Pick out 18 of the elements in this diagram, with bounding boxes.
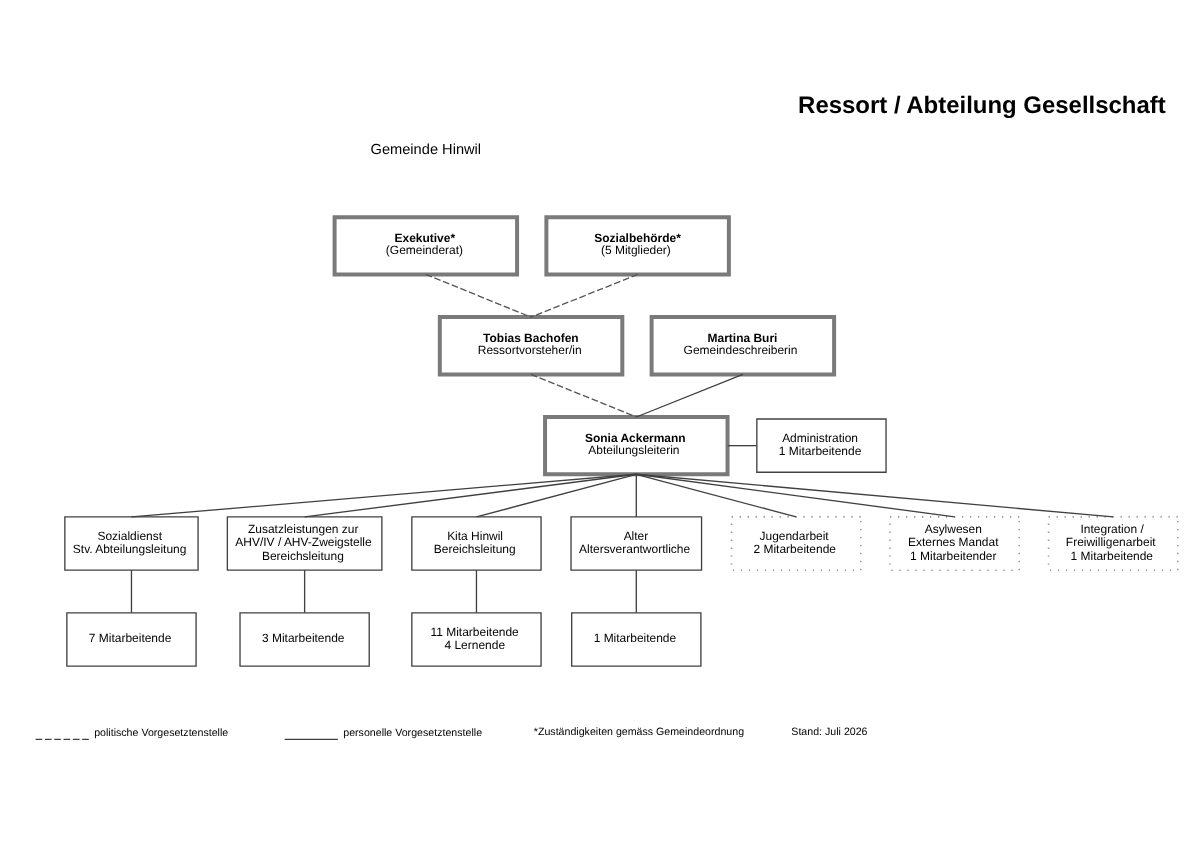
connector [130, 473, 637, 518]
connector [475, 569, 478, 614]
connector [635, 473, 1114, 518]
connector [635, 569, 637, 614]
label: Gemeinde Hinwil [370, 140, 482, 159]
connector [530, 273, 639, 318]
diagram-title: Ressort / Abteilung Gesellschaft [798, 90, 1166, 119]
connector [727, 444, 758, 447]
connector [530, 373, 637, 418]
connector [635, 473, 637, 518]
connector [303, 473, 637, 518]
connector [635, 373, 744, 418]
connector [475, 473, 637, 518]
connector [425, 273, 532, 318]
connector [303, 569, 306, 614]
connector [635, 473, 797, 518]
connector [130, 569, 133, 614]
connector [635, 473, 956, 518]
